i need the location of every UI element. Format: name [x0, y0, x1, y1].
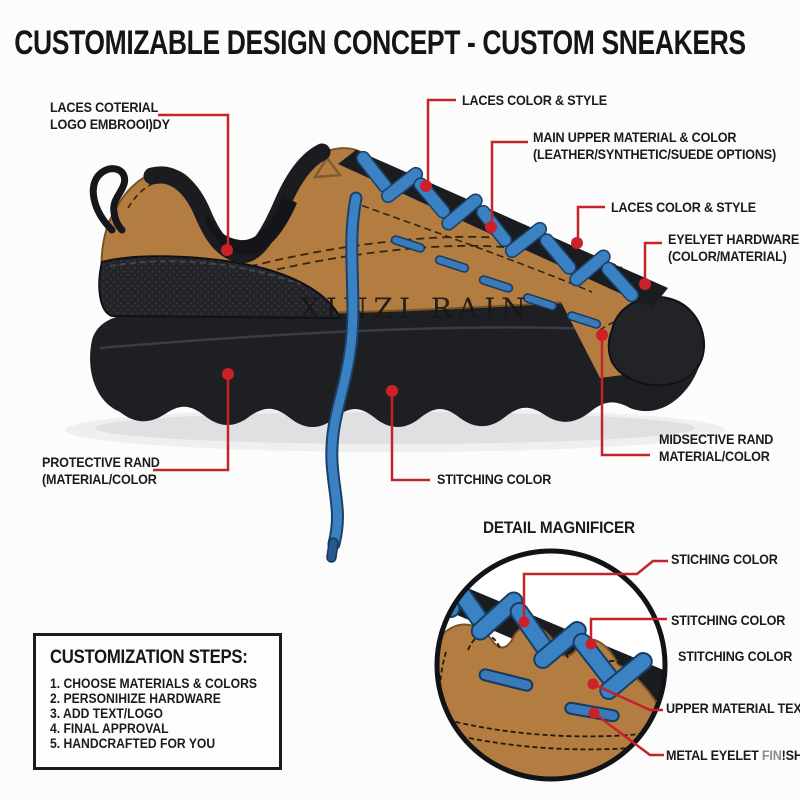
step-item: 5. HANDCRAFTED FOR YOU: [50, 736, 216, 751]
magnifier-title: DETAIL MAGNIFICER: [483, 518, 635, 537]
lace-aglet: [326, 537, 339, 563]
heel-loop: [89, 165, 129, 234]
watermark-text: XINZI RAIN: [300, 292, 532, 325]
magnifier-label-stitching-2: STITCHING COLOR: [671, 612, 786, 628]
step-item: 1. CHOOSE MATERIALS & COLORS: [50, 676, 258, 691]
magnifier-label-metal-eyelet: METAL EYELET FIN!SH: [666, 747, 800, 763]
callout-main-upper: MAIN UPPER MATERIAL & COLOR (LEATHER/SYN…: [533, 129, 777, 162]
stitching-line: [351, 201, 593, 293]
callout-stitching-color: STITCHING COLOR: [437, 471, 552, 487]
magnifier-label-stiching: STICHING COLOR: [671, 551, 778, 567]
callout-laces-style-top: LACES COLOR & STYLE: [462, 92, 607, 108]
stitching-line: [127, 179, 169, 209]
protective-rand-panel: [98, 255, 342, 320]
stitching-line: [151, 244, 625, 306]
leader-lines: [153, 98, 668, 757]
step-item: 3. ADD TEXT/LOGO: [50, 706, 163, 721]
magnifier-label-upper-material: UPPER MATERIAL TEXTU: [666, 700, 800, 716]
steps-title: CUSTOMIZATION STEPS:: [50, 647, 248, 668]
callout-laces-material: LACES COTERIAL LOGO EMBROOI)DY: [50, 99, 170, 132]
callout-laces-style-mid: LACES COLOR & STYLE: [611, 199, 756, 215]
stitching-line: [149, 235, 623, 297]
magnifier-label-stitching-3: STITCHING COLOR: [678, 648, 793, 664]
detail-magnifier: [434, 548, 668, 782]
logo-emblem: [312, 155, 343, 179]
customization-steps-box: CUSTOMIZATION STEPS: 1. CHOOSE MATERIALS…: [33, 633, 282, 770]
steps-list: 1. CHOOSE MATERIALS & COLORS 2. PERSONIH…: [50, 676, 279, 751]
callout-midsection-rand: MIDSECTIVE RAND MATERIAL/COLOR: [659, 431, 774, 464]
page-title: CUSTOMIZABLE DESIGN CONCEPT - CUSTOM SNE…: [14, 24, 746, 62]
step-item: 4. FINAL APPROVAL: [50, 721, 169, 736]
eyelet-pins: [390, 235, 602, 329]
step-item: 2. PERSONIHIZE HARDWARE: [50, 691, 221, 706]
lacing-area: [338, 150, 668, 329]
callout-eyelet-hardware: EYELYET HARDWARE (COLOR/MATERIAL): [668, 231, 800, 264]
leader-dots: [221, 180, 651, 719]
callout-protective-rand: PROTECTIVE RAND (MATERIAL/COLOR: [42, 454, 160, 487]
hanging-lace: [325, 191, 363, 563]
